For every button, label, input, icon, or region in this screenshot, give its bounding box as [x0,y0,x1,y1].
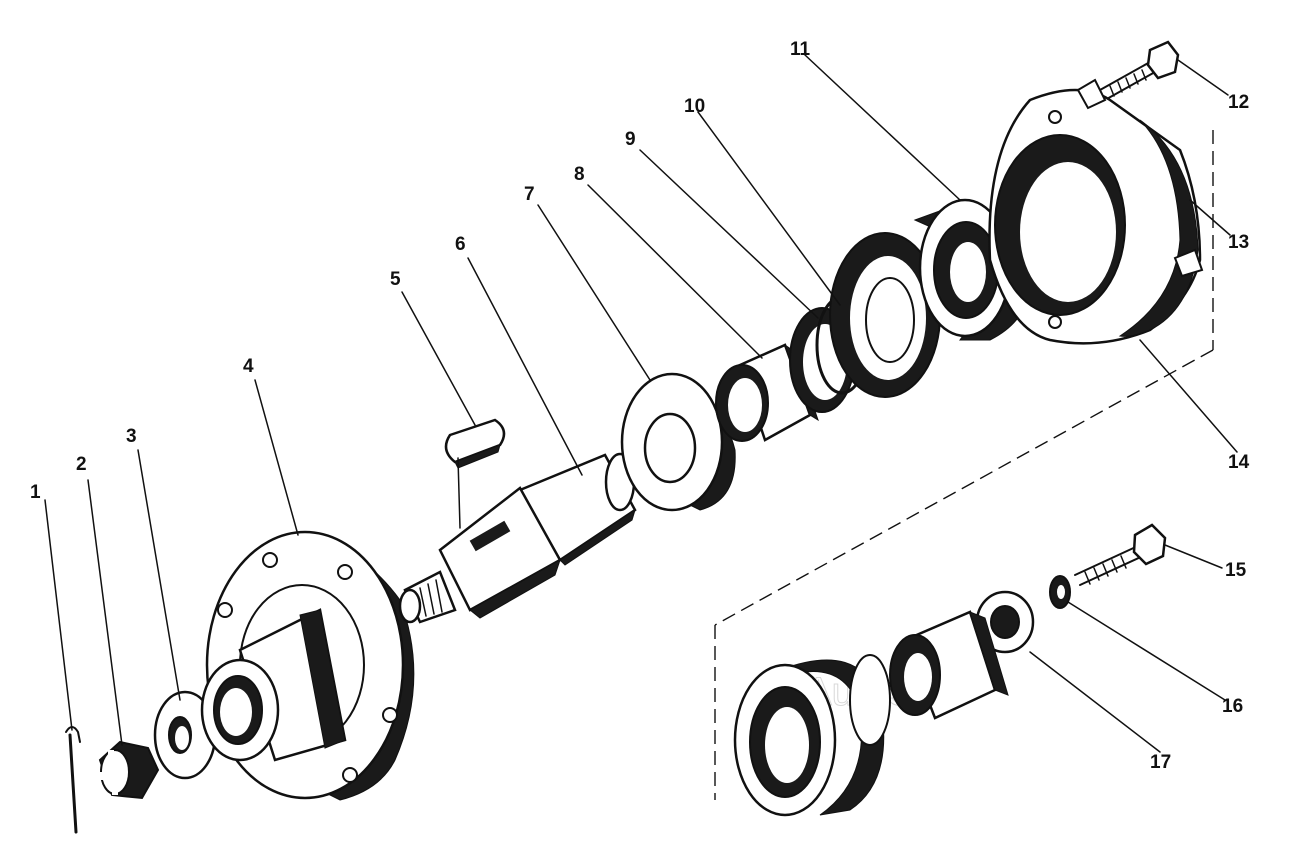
callout-7: 7 [524,184,535,205]
part-7-seal-ring [620,372,736,512]
part-16-washer [1049,575,1071,609]
callout-12: 12 [1228,92,1249,113]
callout-1: 1 [30,482,41,503]
callout-4: 4 [243,356,254,377]
callout-6: 6 [455,234,466,255]
part-12-bolt [1099,40,1180,101]
callout-16: 16 [1222,696,1243,717]
callout-2: 2 [76,454,87,475]
part-6-spindle [398,452,637,624]
callout-9: 9 [625,129,636,150]
part-5-key [444,418,506,469]
callout-10: 10 [684,96,705,117]
callout-14: 14 [1228,452,1250,473]
part-1-cotter-pin [65,726,81,834]
callout-5: 5 [390,269,401,290]
leader-lines [44,54,1238,753]
part-13-14-housing [988,78,1204,345]
part-4-hub-flange [200,530,415,801]
callout-11: 11 [790,39,811,60]
callout-15: 15 [1225,560,1247,581]
callout-8: 8 [574,164,585,185]
callout-3: 3 [126,426,137,447]
group-divider-lines [714,130,1214,800]
part-17-bushing-cap [733,590,1035,817]
callout-labels: 1 2 3 4 5 6 7 8 9 10 11 12 13 14 15 16 1… [30,39,1250,773]
part-15-bolt [1074,523,1167,586]
callout-13: 13 [1228,232,1249,253]
part-2-castle-nut [98,740,160,800]
callout-17: 17 [1150,752,1171,773]
part-11-bearing [829,198,1031,398]
